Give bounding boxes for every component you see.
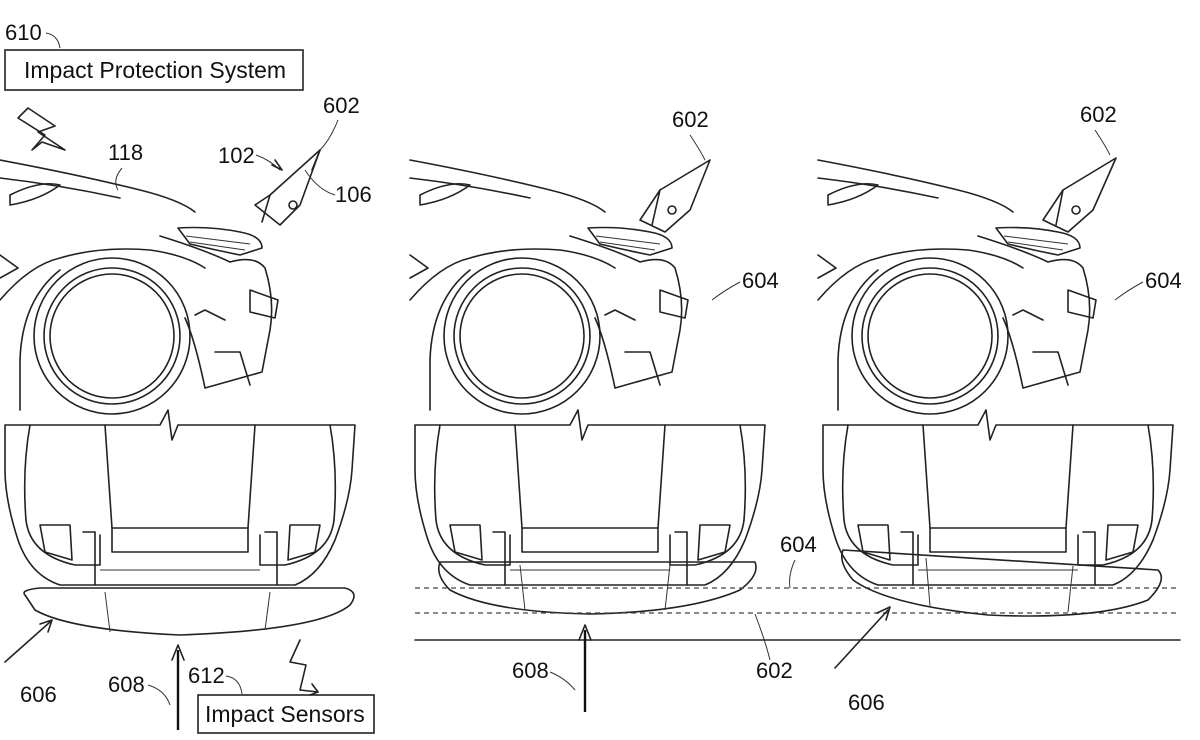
p2-ref-608: 608 <box>512 658 549 683</box>
ref-106: 106 <box>335 182 372 207</box>
panel-3-front-view <box>822 409 1174 586</box>
impact-sensors-label: Impact Sensors <box>205 701 365 727</box>
panel-2-front-view <box>414 409 766 586</box>
panel-3-annotations: 602 604 606 <box>834 102 1182 715</box>
p3-ref-606: 606 <box>848 690 885 715</box>
hood-deployed-2 <box>639 159 711 233</box>
panel-2 <box>409 159 766 615</box>
panel-1: Impact Protection System 610 118 102 602… <box>0 20 375 734</box>
panel-1-side-view <box>0 159 279 415</box>
hood-deployed <box>254 149 321 226</box>
panel-2-side-view <box>409 159 689 415</box>
lightning-bolt-icon <box>17 107 66 151</box>
p3-ref-604-side: 604 <box>1145 268 1182 293</box>
panel-1-front-view <box>4 409 356 586</box>
panel-3 <box>817 157 1174 617</box>
panel-2-reference-lines: 602 604 604 602 608 <box>414 107 1181 712</box>
sensor-signal-icon <box>289 639 319 693</box>
p2-ref-604-bottom: 604 <box>780 532 817 557</box>
ref-610: 610 <box>5 20 42 45</box>
impact-protection-system-label: Impact Protection System <box>24 57 286 83</box>
p2-ref-602-bottom: 602 <box>756 658 793 683</box>
panel-1-airbag <box>23 587 355 636</box>
ref-102: 102 <box>218 143 255 168</box>
panel-3-side-view <box>817 159 1097 415</box>
p1-ref-606: 606 <box>20 682 57 707</box>
hood-deployed-3 <box>1042 157 1117 233</box>
p1-ref-608: 608 <box>108 672 145 697</box>
ref-118: 118 <box>108 140 143 165</box>
p2-ref-602-top: 602 <box>672 107 709 132</box>
p2-ref-604-side: 604 <box>742 268 779 293</box>
impact-protection-system-box <box>4 49 304 91</box>
p1-ref-602: 602 <box>323 93 360 118</box>
p3-ref-602-top: 602 <box>1080 102 1117 127</box>
impact-sensors-box <box>197 694 375 734</box>
ref-612: 612 <box>188 663 225 688</box>
